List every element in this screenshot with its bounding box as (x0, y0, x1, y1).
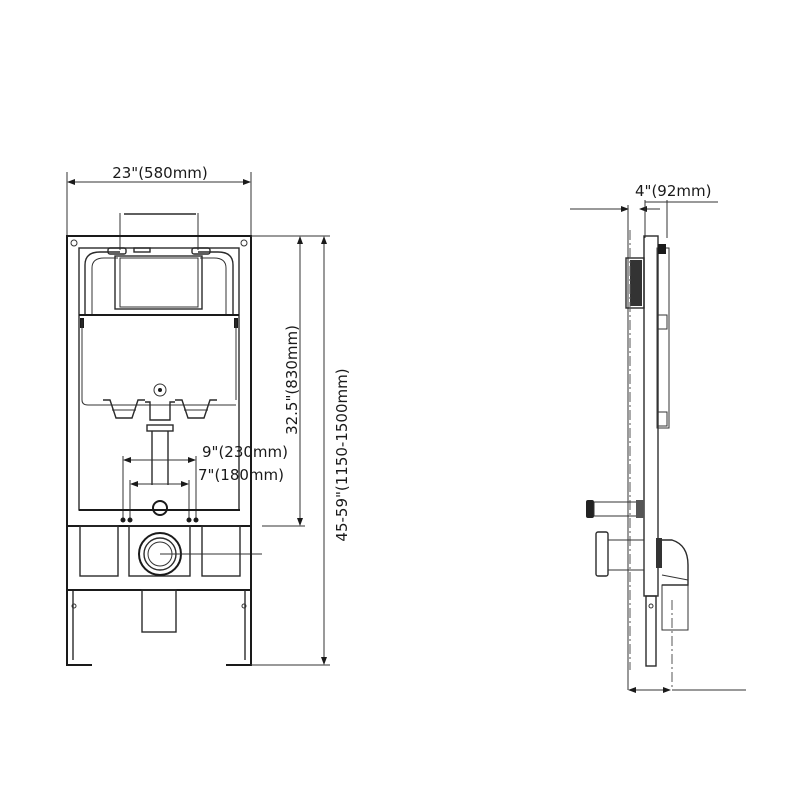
cistern-valve-icon (153, 383, 167, 397)
depth-label: 4"(92mm) (635, 182, 711, 200)
side-view: 4"(92mm) (570, 182, 746, 693)
width-label: 23"(580mm) (112, 164, 208, 182)
depth-dimension: 4"(92mm) (570, 182, 718, 690)
width-dimension: 23"(580mm) (66, 164, 252, 236)
bolt-spacing-outer-label: 9"(230mm) (202, 443, 288, 461)
bolt-spacing-dimensions: 9"(230mm) 7"(180mm) (122, 443, 288, 520)
flush-plate-opening (114, 255, 203, 310)
height-dimensions: 32.5"(830mm) 45-59"(1150-1500mm) (251, 235, 351, 666)
total-height-label: 45-59"(1150-1500mm) (333, 368, 351, 541)
cistern-height-label: 32.5"(830mm) (283, 325, 301, 435)
bolt-spacing-inner-label: 7"(180mm) (198, 466, 284, 484)
front-view: 23"(580mm) (66, 164, 351, 666)
